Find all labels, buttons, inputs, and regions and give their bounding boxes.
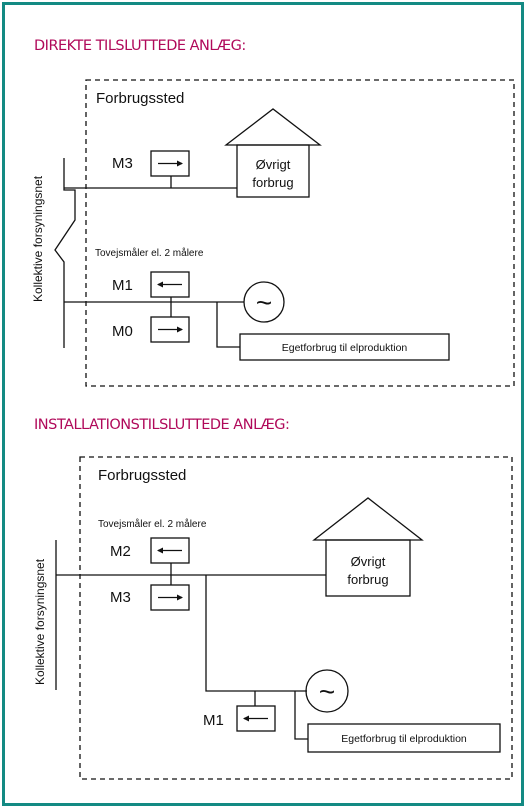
site-label: Forbrugssted [96,90,184,107]
site-label: Forbrugssted [98,467,186,484]
site-boundary [79,456,513,780]
self-consumption-box [307,723,501,753]
meter-m0-label: M0 [112,323,133,340]
house-roof-icon [312,497,424,541]
generator-icon [305,669,349,713]
house-body [236,144,310,198]
self-consumption-tap [294,691,308,740]
consumer-label-1: Øvrigt [256,157,291,172]
grid-bus [54,158,76,348]
meter-m3-box [150,584,190,611]
consumer-label-2: forbrug [252,175,293,190]
meter-m3-label: M3 [110,589,131,606]
diagram-direct: Forbrugssted Kollektive forsyningsnet M3… [31,79,515,387]
grid-label: Kollektive forsyningsnet [31,175,45,302]
bidirectional-note: Tovejsmåler el. 2 målere [98,518,207,530]
diagram-installation: Forbrugssted Kollektive forsyningsnet To… [33,456,513,780]
self-consumption-label: Egetforbrug til elproduktion [341,733,467,745]
meter-m0-box [150,316,190,343]
meter-m3-box [150,150,190,177]
meter-m2-label: M2 [110,543,131,560]
self-consumption-label: Egetforbrug til elproduktion [282,342,408,354]
house-roof-icon [224,108,322,146]
consumer-label-1: Øvrigt [351,554,386,569]
meter-m2-box [150,537,190,564]
generator-symbol: ~ [256,287,272,318]
heading-installation-connected: INSTALLATIONSTILSLUTTEDE ANLÆG: [34,417,290,433]
heading-direct-connected: DIREKTE TILSLUTTEDE ANLÆG: [34,38,246,54]
meter-m1-box [150,271,190,298]
generator-icon [243,281,285,323]
grid-label: Kollektive forsyningsnet [33,558,47,685]
self-consumption-tap [216,302,240,348]
self-consumption-box [239,333,450,361]
meter-m1-box [236,705,276,732]
generator-symbol: ~ [319,676,335,707]
consumer-label-2: forbrug [347,572,388,587]
house-body [325,539,411,597]
meter-m1-label: M1 [112,277,133,294]
site-boundary [85,79,515,387]
bidirectional-note: Tovejsmåler el. 2 målere [95,247,204,259]
meter-m3-label: M3 [112,155,133,172]
meter-m1-label: M1 [203,712,224,729]
production-branch [205,575,307,692]
